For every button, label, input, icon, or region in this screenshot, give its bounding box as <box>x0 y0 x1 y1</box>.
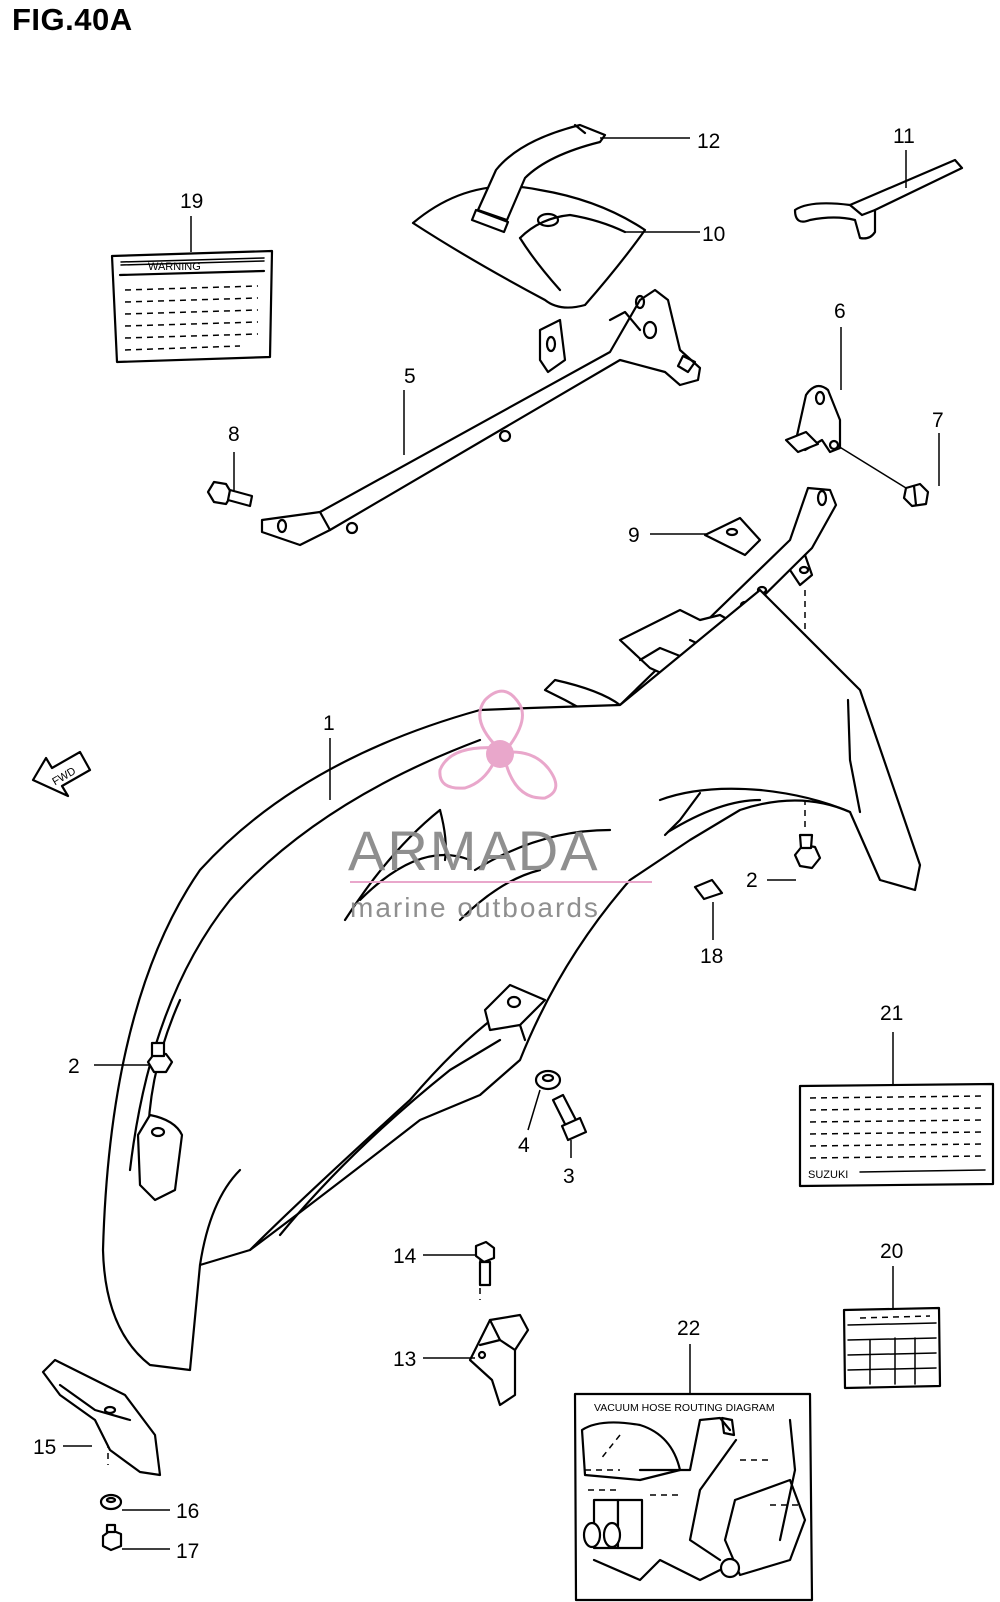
callouts: 1 2 2 3 4 5 6 7 8 9 10 11 12 13 14 15 16… <box>33 125 944 1563</box>
bracket-6-part <box>784 384 842 454</box>
warning-header-text: WARNING <box>148 261 201 273</box>
callout-7: 7 <box>932 409 944 432</box>
pad-18-part <box>693 878 724 901</box>
vacuum-diagram-part: VACUUM HOSE ROUTING DIAGRAM <box>573 1392 814 1602</box>
bolt-2-upper-part <box>793 833 822 870</box>
watermark-brand: ARMADA <box>348 819 600 882</box>
small-label-20-part <box>842 1306 942 1390</box>
propeller-logo-icon <box>438 689 558 800</box>
callout-19: 19 <box>180 190 203 213</box>
tool-bracket-part <box>793 158 964 240</box>
fwd-arrow-icon: FWD <box>31 750 92 798</box>
bracket-9-part <box>703 516 762 557</box>
callout-6: 6 <box>834 300 846 323</box>
callout-4: 4 <box>518 1134 530 1157</box>
bolt-3-part <box>551 1093 588 1142</box>
callout-9: 9 <box>628 524 640 547</box>
callout-8: 8 <box>228 423 240 446</box>
callout-5: 5 <box>404 365 416 388</box>
callout-12: 12 <box>697 130 720 153</box>
collar-4-part <box>534 1069 562 1091</box>
warning-label-part: WARNING <box>110 249 274 364</box>
callout-17: 17 <box>176 1540 199 1563</box>
callout-21: 21 <box>880 1002 903 1025</box>
leader-lines <box>63 137 940 1550</box>
callout-15: 15 <box>33 1436 56 1459</box>
bolt-14-part <box>474 1240 496 1287</box>
callout-14: 14 <box>393 1245 417 1268</box>
bolt-7-part <box>902 482 930 508</box>
rear-fender-part <box>101 588 922 1372</box>
bolt-8-part <box>206 480 254 508</box>
seat-pad-part <box>411 185 647 309</box>
callout-2-upper: 2 <box>746 869 758 892</box>
bolt-17-part <box>101 1523 123 1552</box>
callout-13: 13 <box>393 1348 416 1371</box>
callout-18: 18 <box>700 945 723 968</box>
carrier-bar-part <box>260 288 702 547</box>
callout-11: 11 <box>893 125 915 148</box>
callout-3: 3 <box>563 1165 575 1188</box>
callout-22: 22 <box>677 1317 700 1340</box>
callout-1: 1 <box>323 712 335 735</box>
vacuum-title-text: VACUUM HOSE ROUTING DIAGRAM <box>594 1402 775 1414</box>
callout-10: 10 <box>702 223 725 246</box>
callout-16: 16 <box>176 1500 199 1523</box>
watermark-tagline: marine outboards <box>350 892 600 923</box>
callout-2-lower: 2 <box>68 1055 80 1078</box>
watermark: ARMADA marine outboards <box>348 689 652 923</box>
clamp-13-part <box>468 1313 530 1407</box>
collar-16-part <box>99 1493 123 1511</box>
suzuki-label-part: SUZUKI <box>798 1082 995 1188</box>
flap-15-part <box>41 1358 162 1477</box>
callout-20: 20 <box>880 1240 903 1263</box>
bolt-2-lower-part <box>146 1041 174 1074</box>
figure-title: FIG.40A <box>12 2 133 37</box>
suzuki-mark-text: SUZUKI <box>808 1169 848 1181</box>
